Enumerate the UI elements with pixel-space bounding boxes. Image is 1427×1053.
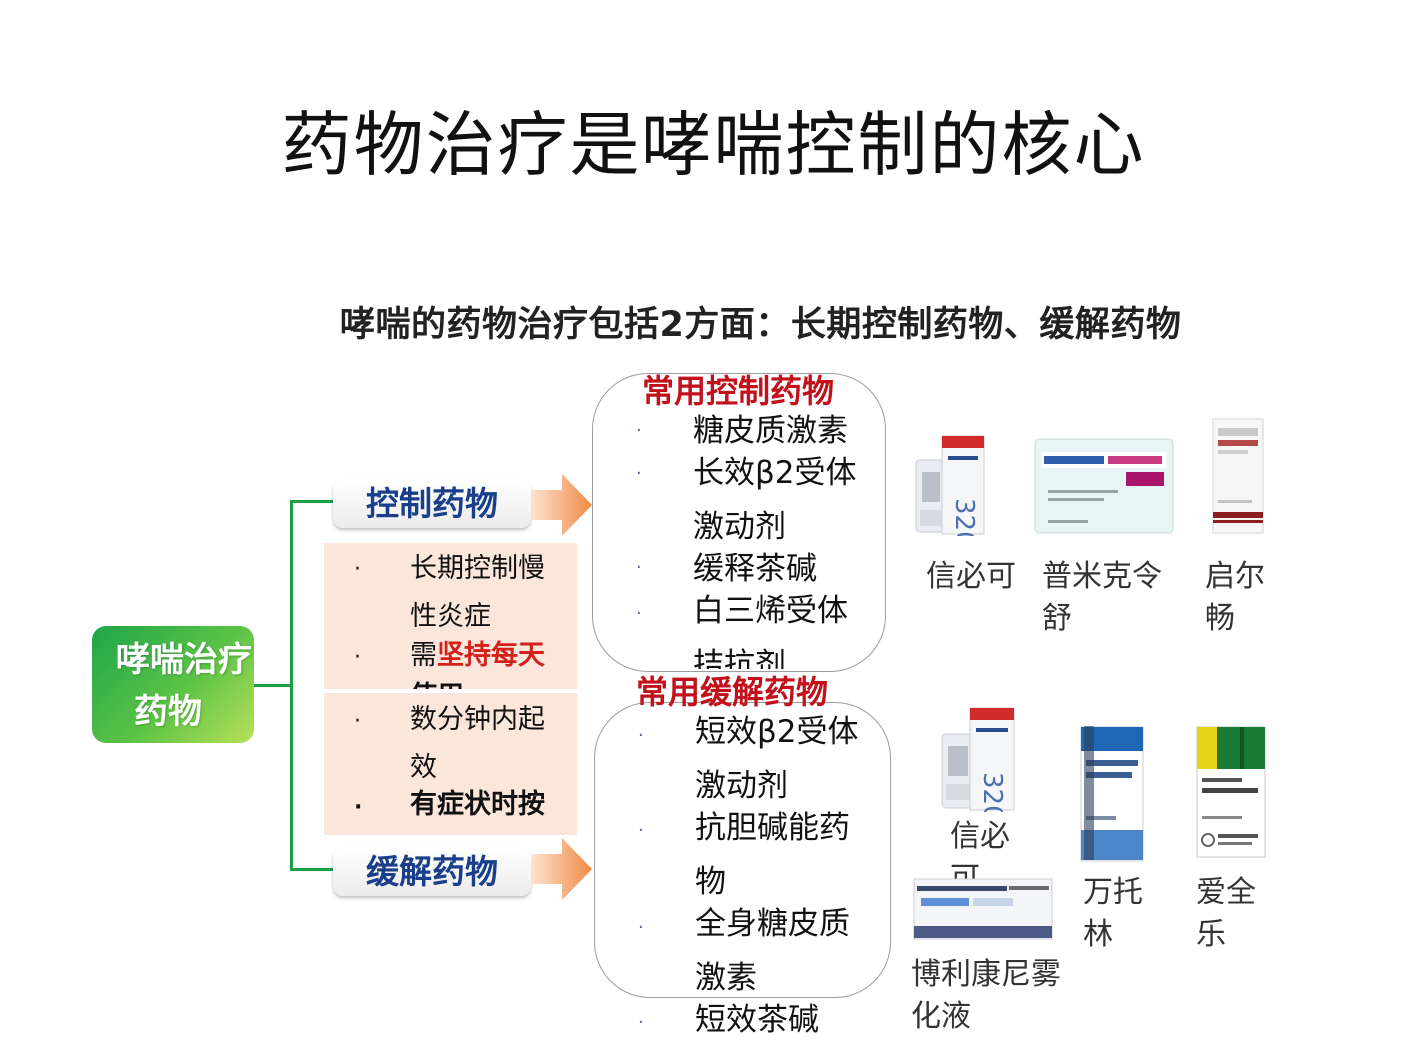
bullet-icon: ·	[636, 420, 642, 441]
relief-desc-line-1: 数分钟内起	[410, 704, 545, 735]
product-label-ventolin-1: 万托	[1083, 875, 1143, 910]
connector-vertical	[290, 500, 293, 871]
control-drug-item-1: 糖皮质激素	[693, 413, 848, 449]
product-label-atrovent-1: 爱全	[1196, 875, 1256, 910]
connector-stem	[254, 684, 292, 687]
bricanyl-box-image	[913, 878, 1053, 940]
product-label-pulmicort-1: 普米克令	[1042, 559, 1162, 594]
bullet-icon: ·	[636, 557, 642, 578]
control-arrow-icon	[532, 474, 592, 536]
svg-text:320: 320	[977, 772, 1007, 812]
root-line-1: 哮喘治疗	[116, 640, 252, 680]
atrovent-box-image	[1196, 726, 1266, 858]
control-drug-item-3: 激动剂	[693, 509, 786, 545]
bullet-icon: ·	[354, 709, 361, 734]
relief-drugs-heading: 常用缓解药物	[636, 673, 829, 711]
product-label-symbicort: 信必可	[926, 559, 1016, 594]
svg-text:320: 320	[949, 498, 979, 536]
relief-drug-item-2: 激动剂	[695, 768, 788, 804]
product-label-bricanyl-2: 化液	[911, 999, 971, 1034]
control-drugs-heading: 常用控制药物	[642, 372, 835, 410]
relief-drug-item-7: 短效茶碱	[695, 1002, 819, 1038]
product-label-symbicort-relief-1: 信必	[950, 819, 1010, 854]
relief-drugs-frame	[594, 702, 891, 998]
ventolin-box-image	[1080, 726, 1144, 862]
relief-drug-item-6: 激素	[695, 960, 757, 996]
bullet-icon: ·	[636, 603, 642, 624]
control-desc-line-4: 使用	[410, 673, 464, 689]
symbicort-relief-inhaler-image: 320	[941, 707, 1015, 812]
pulmicort-package-image	[1034, 438, 1174, 534]
page-title: 药物治疗是哮喘控制的核心	[281, 104, 1146, 186]
bullet-icon: ·	[354, 557, 361, 582]
control-drug-item-5: 白三烯受体	[693, 593, 848, 629]
relief-category-label: 缓解药物	[333, 848, 531, 896]
relief-drug-item-3: 抗胆碱能药	[695, 810, 850, 846]
product-label-bricanyl-1: 博利康尼雾	[911, 957, 1061, 992]
bullet-icon: ·	[638, 820, 644, 841]
control-drug-item-6: 拮抗剂	[693, 647, 786, 669]
root-node: 哮喘治疗 药物	[92, 626, 254, 743]
root-line-2: 药物	[134, 692, 202, 732]
relief-desc-box: · 数分钟内起 效 · 有症状时按	[324, 693, 577, 835]
product-label-pulmicort-2: 舒	[1042, 601, 1072, 636]
relief-arrow-icon	[532, 838, 592, 900]
relief-drug-item-5: 全身糖皮质	[695, 906, 850, 942]
control-desc-line-3: 需坚持每天	[410, 640, 545, 671]
bullet-icon: ·	[638, 1012, 644, 1033]
qierchang-box-image	[1212, 418, 1264, 534]
control-drugs-frame	[592, 373, 886, 672]
bullet-icon: ·	[638, 917, 644, 938]
bullet-icon: ·	[636, 463, 642, 484]
control-desc-line-2: 性炎症	[410, 601, 491, 632]
relief-drug-item-4: 物	[695, 864, 726, 900]
control-desc-box: · 长期控制慢 性炎症 · 需坚持每天 使用	[324, 543, 577, 689]
control-drug-item-4: 缓释茶碱	[693, 551, 817, 587]
control-category-label: 控制药物	[333, 480, 531, 528]
bullet-icon: ·	[354, 795, 363, 820]
connector-top	[290, 500, 334, 503]
relief-desc-line-2: 效	[410, 752, 437, 783]
control-desc-line-1: 长期控制慢	[410, 553, 545, 584]
product-label-symbicort-relief-2: 可	[950, 861, 980, 880]
product-label-qierchang-2: 畅	[1205, 601, 1235, 636]
control-drug-item-2: 长效β2受体	[693, 455, 857, 491]
product-label-ventolin-2: 林	[1083, 917, 1113, 952]
relief-drug-item-1: 短效β2受体	[695, 714, 859, 750]
product-label-atrovent-2: 乐	[1196, 917, 1226, 952]
bullet-icon: ·	[638, 725, 644, 746]
relief-desc-line-3: 有症状时按	[410, 789, 545, 820]
product-label-qierchang-1: 启尔	[1205, 559, 1265, 594]
symbicort-inhaler-image: 320	[915, 435, 985, 536]
subtitle: 哮喘的药物治疗包括2方面：长期控制药物、缓解药物	[340, 305, 1182, 345]
bullet-icon: ·	[354, 645, 361, 670]
connector-bottom	[290, 868, 334, 871]
